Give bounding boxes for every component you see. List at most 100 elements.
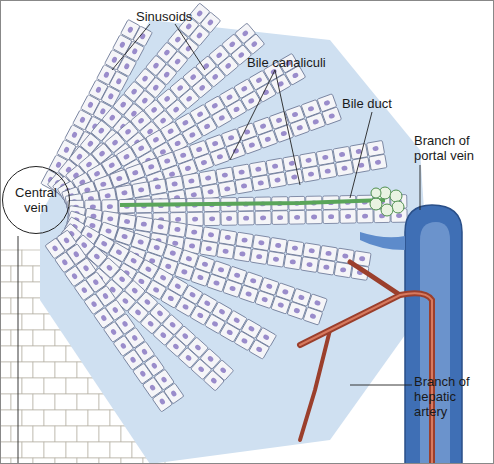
nucleus bbox=[196, 312, 204, 319]
nucleus bbox=[189, 291, 197, 298]
nucleus bbox=[71, 131, 78, 139]
hepatocyte bbox=[168, 222, 186, 238]
hepatocyte bbox=[285, 169, 303, 185]
nucleus bbox=[293, 307, 300, 313]
hepatocyte bbox=[249, 161, 267, 177]
mosaic-cell bbox=[22, 410, 44, 426]
hepatocyte bbox=[135, 216, 153, 232]
nucleus bbox=[55, 161, 62, 169]
nucleus bbox=[98, 150, 106, 158]
nucleus bbox=[180, 152, 187, 159]
nucleus bbox=[172, 106, 180, 114]
nucleus bbox=[160, 376, 167, 384]
mosaic-cell bbox=[55, 426, 77, 442]
hepatic-artery-branch bbox=[350, 262, 400, 295]
nucleus bbox=[323, 100, 330, 107]
nucleus bbox=[339, 152, 346, 158]
mosaic-cell bbox=[22, 346, 44, 362]
nucleus bbox=[250, 278, 257, 284]
nucleus bbox=[238, 169, 245, 175]
part-label: Sinusoids bbox=[136, 9, 226, 24]
nucleus bbox=[87, 101, 94, 109]
nucleus bbox=[131, 48, 138, 56]
nucleus bbox=[121, 233, 128, 239]
mosaic-cell bbox=[1, 394, 11, 410]
part-label: Bile canaliculi bbox=[247, 55, 357, 70]
hepatocyte bbox=[350, 143, 368, 159]
hepatocyte-plate bbox=[65, 140, 387, 223]
hepatocyte bbox=[204, 212, 220, 226]
mosaic-cell bbox=[22, 442, 44, 458]
nucleus bbox=[131, 287, 139, 295]
nucleus bbox=[79, 116, 86, 124]
hepatocyte bbox=[319, 163, 337, 179]
nucleus bbox=[200, 159, 207, 166]
bile-duct-cells bbox=[370, 187, 404, 216]
vein-circle: Central vein bbox=[2, 166, 70, 234]
nucleus bbox=[107, 216, 114, 222]
nucleus bbox=[288, 160, 295, 166]
nucleus bbox=[312, 119, 319, 126]
nucleus bbox=[167, 295, 175, 302]
mosaic-cell bbox=[44, 378, 66, 394]
sinusoid-space bbox=[40, 20, 430, 463]
mosaic-cell bbox=[99, 458, 121, 463]
nucleus bbox=[150, 106, 158, 114]
nucleus bbox=[227, 134, 234, 141]
hepatocyte bbox=[114, 183, 134, 201]
nucleus bbox=[122, 297, 130, 305]
hepatocyte bbox=[320, 245, 338, 261]
nucleus bbox=[240, 85, 248, 92]
nucleus bbox=[87, 140, 95, 148]
nucleus bbox=[71, 272, 78, 280]
nucleus bbox=[289, 259, 296, 265]
nucleus bbox=[76, 153, 84, 161]
nucleus bbox=[296, 124, 303, 131]
nucleus bbox=[138, 187, 145, 193]
nucleus bbox=[209, 216, 215, 221]
mosaic-cell bbox=[1, 266, 11, 282]
nucleus bbox=[372, 146, 379, 152]
nucleus bbox=[308, 248, 315, 254]
mosaic-cell bbox=[1, 282, 22, 298]
mosaic-cell bbox=[11, 394, 33, 410]
hepatocyte bbox=[302, 166, 320, 182]
nucleus bbox=[256, 254, 263, 260]
mosaic-cell bbox=[11, 426, 33, 442]
nucleus bbox=[222, 248, 229, 254]
hepatocyte bbox=[244, 34, 265, 55]
nucleus bbox=[100, 181, 107, 188]
bile-canaliculus-duct bbox=[120, 200, 385, 205]
nucleus bbox=[163, 71, 171, 79]
nucleus bbox=[120, 342, 127, 350]
nucleus bbox=[92, 278, 99, 286]
hepatocyte bbox=[207, 274, 227, 292]
hepatocyte bbox=[221, 212, 237, 226]
hepatocyte bbox=[333, 146, 351, 162]
nucleus bbox=[264, 136, 271, 143]
hepatocyte bbox=[166, 176, 184, 192]
nucleus bbox=[207, 355, 215, 363]
nucleus bbox=[130, 88, 138, 96]
nucleus bbox=[311, 215, 317, 220]
hepatocyte bbox=[369, 154, 387, 170]
hepatocyte bbox=[223, 279, 243, 297]
nucleus bbox=[237, 51, 245, 59]
nucleus bbox=[241, 237, 248, 243]
nucleus bbox=[188, 178, 195, 184]
nucleus bbox=[141, 348, 148, 356]
nucleus bbox=[152, 136, 160, 143]
hepatocyte bbox=[252, 235, 270, 251]
nucleus bbox=[341, 165, 348, 171]
nucleus bbox=[124, 128, 132, 136]
nucleus bbox=[196, 146, 203, 153]
nucleus bbox=[291, 111, 298, 118]
nucleus bbox=[218, 308, 226, 315]
hepatocyte bbox=[303, 243, 321, 259]
hepatocyte-plate bbox=[57, 53, 305, 212]
nucleus bbox=[192, 217, 198, 222]
nucleus bbox=[226, 94, 234, 101]
mosaic-cell bbox=[1, 250, 22, 266]
nucleus bbox=[196, 32, 204, 40]
